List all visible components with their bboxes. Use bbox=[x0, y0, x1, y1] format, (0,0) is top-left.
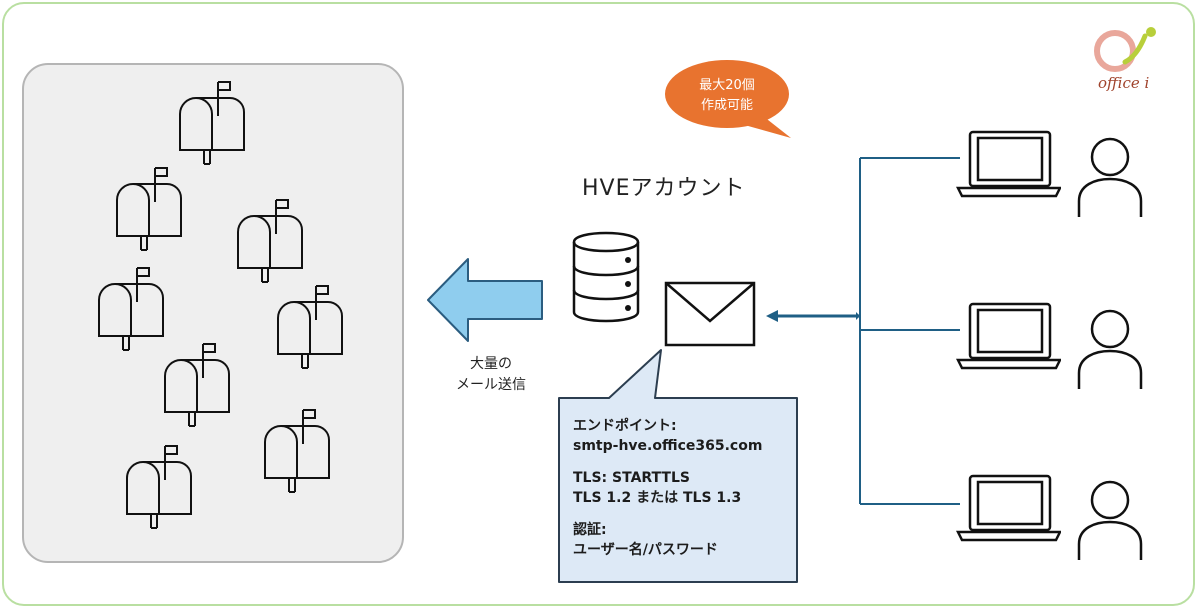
user-connector-lines bbox=[766, 157, 960, 505]
auth-block: 認証: ユーザー名/パスワード bbox=[573, 520, 793, 560]
laptop-icon bbox=[956, 302, 1061, 370]
tls-label: TLS: STARTTLS bbox=[573, 470, 690, 486]
max-accounts-bubble bbox=[665, 60, 791, 138]
mailbox-icon bbox=[218, 196, 304, 286]
max-accounts-text: 最大20個 作成可能 bbox=[665, 76, 789, 116]
auth-label: 認証: bbox=[573, 522, 607, 538]
tls-versions: TLS 1.2 または TLS 1.3 bbox=[573, 490, 742, 506]
arrow-caption-line-1: 大量の bbox=[470, 356, 512, 372]
server-icon bbox=[572, 231, 640, 323]
endpoint-value: smtp-hve.office365.com bbox=[573, 438, 763, 454]
bubble-line-2: 作成可能 bbox=[700, 98, 753, 113]
bubble-line-1: 最大20個 bbox=[699, 78, 755, 93]
mailbox-icon bbox=[107, 442, 193, 532]
mailbox-icon bbox=[245, 406, 331, 496]
logo-text: office i bbox=[1098, 74, 1150, 92]
person-icon bbox=[1077, 309, 1143, 389]
office-i-logo bbox=[1085, 18, 1175, 98]
bulk-send-caption: 大量の メール送信 bbox=[436, 354, 546, 396]
auth-value: ユーザー名/パスワード bbox=[573, 542, 718, 558]
endpoint-label: エンドポイント: bbox=[573, 418, 677, 434]
mailbox-icon bbox=[160, 78, 246, 168]
mailbox-icon bbox=[79, 264, 165, 354]
envelope-icon bbox=[664, 281, 756, 347]
tls-block: TLS: STARTTLS TLS 1.2 または TLS 1.3 bbox=[573, 468, 793, 508]
mailbox-icon bbox=[97, 164, 183, 254]
endpoint-block: エンドポイント: smtp-hve.office365.com bbox=[573, 416, 793, 456]
hve-account-title: HVEアカウント bbox=[582, 176, 746, 201]
laptop-icon bbox=[956, 474, 1061, 542]
mailbox-icon bbox=[258, 282, 344, 372]
mailbox-icon bbox=[145, 340, 231, 430]
arrow-caption-line-2: メール送信 bbox=[456, 377, 526, 393]
smtp-settings: エンドポイント: smtp-hve.office365.com TLS: STA… bbox=[573, 416, 793, 572]
send-arrow-icon bbox=[427, 258, 543, 342]
person-icon bbox=[1077, 137, 1143, 217]
person-icon bbox=[1077, 480, 1143, 560]
smtp-settings-callout bbox=[558, 349, 798, 583]
laptop-icon bbox=[956, 130, 1061, 198]
